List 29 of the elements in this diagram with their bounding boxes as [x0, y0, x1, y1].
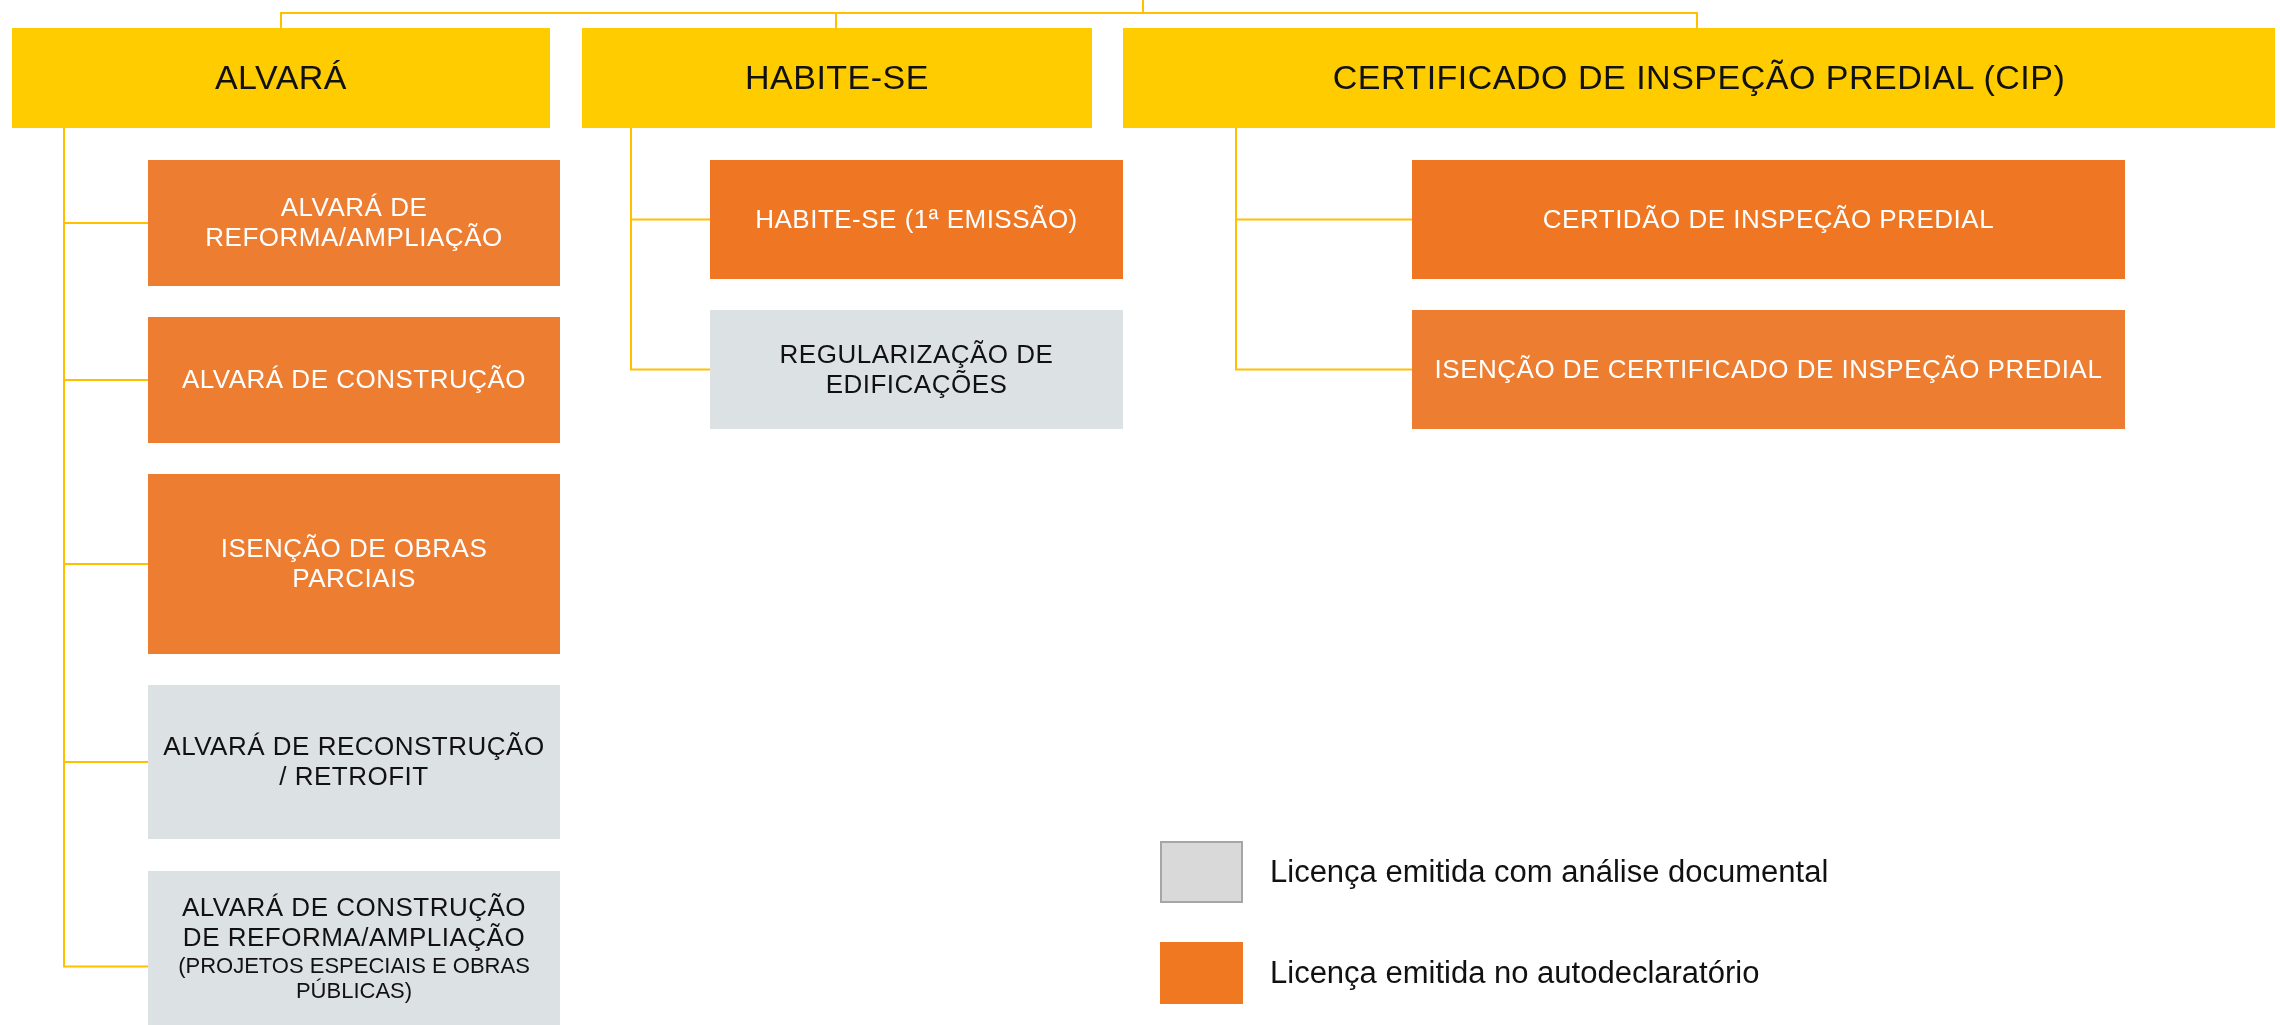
- license-box: [710, 310, 1123, 429]
- license-name: ISENÇÃO DE OBRAS PARCIAIS: [219, 534, 489, 594]
- license-name: CERTIDÃO DE INSPEÇÃO PREDIAL: [1542, 204, 1995, 235]
- header-box: [582, 28, 1092, 128]
- license-box: [148, 474, 560, 654]
- legend-label: Licença emitida no autodeclaratório: [1270, 955, 1760, 991]
- license-box: [1412, 160, 2125, 279]
- license-name: ALVARÁ DE REFORMA/AMPLIAÇÃO: [204, 193, 504, 253]
- license-box: [148, 685, 560, 839]
- license-box: [148, 317, 560, 443]
- connector-line: [630, 127, 711, 371]
- license-name: ISENÇÃO DE CERTIFICADO DE INSPEÇÃO PREDIAL: [1434, 354, 2103, 385]
- connector-line: [1142, 0, 1698, 29]
- category-title: CERTIFICADO DE INSPEÇÃO PREDIAL (CIP): [1332, 58, 2066, 98]
- license-box: [148, 871, 560, 1025]
- license-name: ALVARÁ DE RECONSTRUÇÃO / RETROFIT: [162, 732, 546, 792]
- header-box: [1123, 28, 2275, 128]
- category-title: ALVARÁ: [214, 58, 348, 98]
- header-box: [12, 28, 550, 128]
- license-box: [710, 160, 1123, 279]
- category-title: HABITE-SE: [745, 58, 929, 98]
- license-name: HABITE-SE (1ª EMISSÃO): [755, 204, 1078, 235]
- legend-label: Licença emitida com análise documental: [1270, 854, 1829, 890]
- license-note: (PROJETOS ESPECIAIS E OBRAS PÚBLICAS): [177, 952, 531, 1004]
- license-box: [1412, 310, 2125, 429]
- license-box: [148, 160, 560, 286]
- license-name: ALVARÁ DE CONSTRUÇÃO: [181, 365, 527, 395]
- license-name: ALVARÁ DE CONSTRUÇÃO DE REFORMA/AMPLIAÇÃO: [180, 892, 528, 953]
- license-name: REGULARIZAÇÃO DE EDIFICAÇÕES: [778, 339, 1055, 400]
